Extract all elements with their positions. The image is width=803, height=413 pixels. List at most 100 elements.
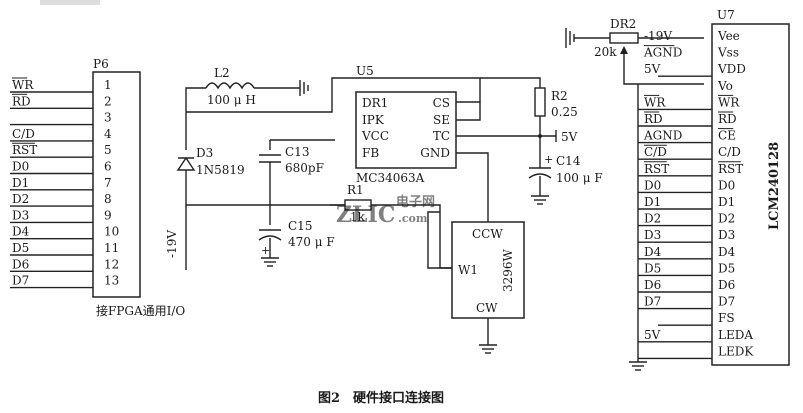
u5-part: MC34063A [356,171,425,185]
c14-ref: C14 [556,154,581,168]
u5-body [355,91,457,169]
u7-pin-label: Vo [717,79,733,93]
d3-value: 1N5819 [196,163,245,177]
u5-pin-left: FB [362,146,379,160]
u7-ref: U7 [717,8,735,22]
ground-dr2 [565,28,575,48]
wire-dr1 [186,102,333,113]
u7-net-label: 5V [644,328,661,342]
u7-net-label: AGND [643,46,682,60]
l2-value: 100 μ H [207,93,256,107]
u5-pin-left: VCC [361,129,389,143]
wire-l2-left [185,87,206,112]
resistor-dr2 [609,32,639,44]
wire-r1-right [371,204,441,212]
u7-pin-label: LEDA [718,328,753,342]
c14-plus: + [544,153,553,166]
u7-pin-label: D2 [718,212,735,226]
p6-signal-label: D7 [12,274,29,288]
p6-connector: P6 1WR2RD34C/D5RST6D07D18D29D310D411D512… [10,57,185,318]
ground-c15 [261,257,279,267]
w1-pin-ccw: CCW [472,227,503,241]
u5-pin-right: CS [433,96,450,110]
u7-net-label: D5 [644,261,661,275]
p6-signal-label: D4 [12,225,30,239]
wire-u5-gnd [456,152,489,222]
u7-pin-label: RST [718,162,743,176]
ground-ledk [629,361,647,371]
r1-value: 1k [350,210,366,224]
p6-signal-label: D0 [12,160,29,174]
u7-pin-label: C/D [718,145,741,159]
p6-signal-label: D3 [12,208,29,222]
l2-ref: L2 [214,66,230,80]
resistor-r2 [534,87,546,117]
u7-net-label: AGND [643,129,682,143]
u7-net-label: D6 [644,278,661,292]
wire-w1-wiper [439,212,452,269]
p6-signal-label: C/D [12,127,35,141]
u7-pin-label: D5 [718,261,735,275]
u7-pin-label: VDD [717,62,746,76]
inductor-l2 [205,82,255,90]
wire-cs-se [456,101,481,121]
u5-pin-left: IPK [362,113,385,127]
dr2-potentiometer: DR2 20k [565,17,704,85]
wire-u5-top [331,77,481,102]
ground-c14 [531,195,549,205]
c13-value: 680pF [285,161,324,175]
u7-net-label: D1 [644,195,661,209]
u7-pin-label: D7 [718,295,735,309]
u7-pin-label: D1 [718,195,735,209]
r1-ref: R1 [347,183,364,197]
u7-pin-label: LEDK [718,344,754,358]
u7-pin-label: D6 [718,278,735,292]
p6-pin-number: 9 [104,208,112,222]
u7-net-label: WR [644,95,666,109]
u7-pin-label: D4 [718,245,736,259]
u7-part: LCM240128 [767,142,782,230]
u5-pin-right: TC [433,129,450,143]
u5-pin-left: DR1 [362,96,388,110]
p6-signal-label: D5 [12,241,29,255]
p6-pin-number: 10 [104,225,119,239]
u7-net-label: D2 [644,212,661,226]
p6-pin-number: 7 [104,176,112,190]
rail-5v-label: 5V [561,130,578,144]
p6-pin-number: 3 [104,111,112,125]
r2-value: 0.25 [551,105,578,119]
watermark-cn: 电子网 [396,194,435,210]
p6-pin-number: 5 [104,143,112,157]
p6-caption: 接FPGA通用I/O [96,303,185,318]
u5-pin-right: SE [433,113,450,127]
u5-pin-right: GND [420,146,450,160]
u7-pin-label: D3 [718,228,735,242]
w1-pin-cw: CW [476,301,498,315]
c14-value: 100 μ F [556,171,603,185]
r2-ref: R2 [551,89,568,103]
p6-pin-number: 13 [104,274,119,288]
u7-pin-label: D0 [718,178,735,192]
p6-pin-number: 2 [104,94,112,108]
wire-dr2-wiper [623,48,704,85]
cropped-remnant [40,0,100,5]
u7-net-label: C/D [644,145,667,159]
wire-w1-loop [427,211,452,269]
w1-pin-w1: W1 [458,263,478,277]
p6-signal-label: WR [12,78,34,92]
u7-net-label: D0 [644,178,661,192]
dr2-ref: DR2 [610,17,636,31]
watermark-url: .com [398,212,428,225]
p6-pin-number: 6 [104,160,112,174]
u7-net-label: -19V [644,29,672,43]
u7-body [711,23,790,366]
u7-net-label: 5V [644,62,661,76]
power-section: L2 100 μ H D3 1N5819 -19V C13 680pF R1 1… [165,66,441,270]
p6-pin-number: 1 [104,78,112,92]
dr2-wiper-arrow [620,46,628,54]
wire-r2-top [480,77,541,88]
p6-ref: P6 [93,57,109,71]
u7-pin-label: RD [718,112,737,126]
rail-neg19-label: -19V [165,230,179,258]
